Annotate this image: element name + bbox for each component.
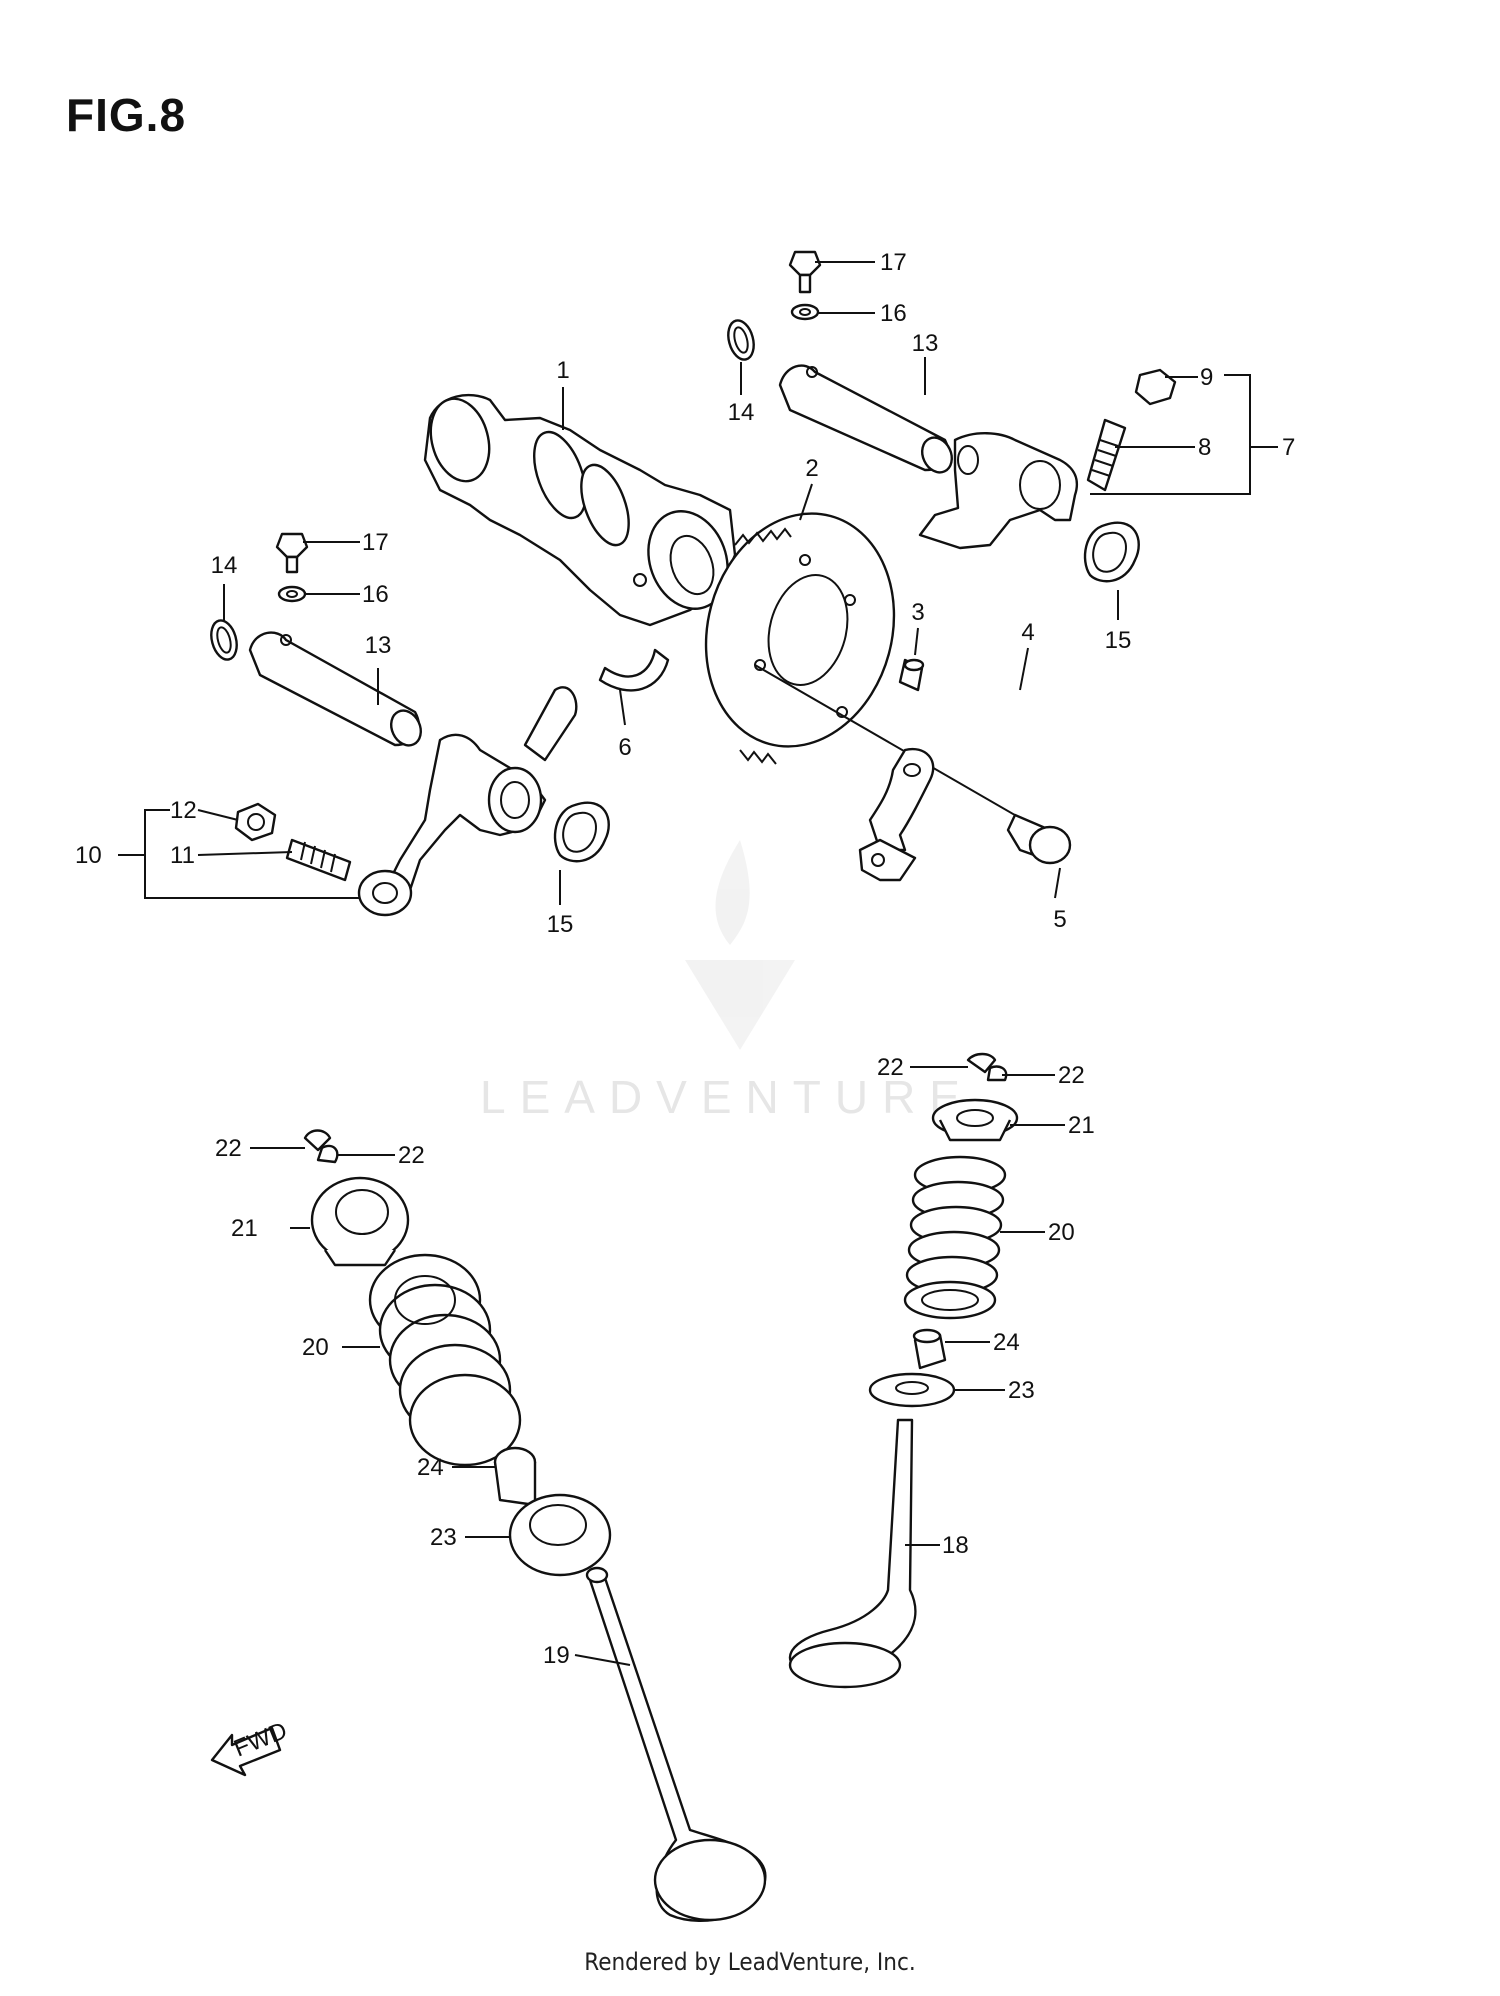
left-spring-seat bbox=[508, 1493, 612, 1577]
callout-20-right: 20 bbox=[1048, 1219, 1075, 1246]
figure-title: FIG.8 bbox=[66, 89, 187, 141]
callout-23-left: 23 bbox=[430, 1524, 457, 1551]
pin bbox=[898, 658, 925, 692]
watermark: LEADVENTURE bbox=[480, 1071, 974, 1123]
adjusting-screw-lower bbox=[285, 838, 352, 882]
cam-retainer-clip bbox=[598, 648, 670, 692]
callout-22-right-a: 22 bbox=[877, 1054, 904, 1081]
callout-6: 6 bbox=[618, 734, 631, 761]
fwd-direction-arrow bbox=[210, 1726, 282, 1777]
right-valve-cotters bbox=[966, 1052, 1008, 1082]
footer-credit: Rendered by LeadVenture, Inc. bbox=[584, 1948, 916, 1976]
callout-15-upper: 15 bbox=[1105, 627, 1132, 654]
callout-13-upper: 13 bbox=[912, 330, 939, 357]
callout-labels: 1 2 3 4 5 6 7 8 9 10 11 12 13 13 14 14 1… bbox=[75, 249, 1295, 1763]
callout-16-upper: 16 bbox=[880, 300, 907, 327]
callout-8: 8 bbox=[1198, 434, 1211, 461]
lower-washer bbox=[277, 585, 307, 603]
callout-24-left: 24 bbox=[417, 1454, 444, 1481]
lower-o-ring bbox=[210, 619, 238, 661]
right-valve-stem-seal bbox=[912, 1328, 947, 1370]
callout-14-lower: 14 bbox=[211, 552, 238, 579]
right-spring-retainer bbox=[931, 1098, 1019, 1142]
upper-o-ring bbox=[727, 319, 755, 361]
callout-22-left-a: 22 bbox=[215, 1135, 242, 1162]
callout-23-right: 23 bbox=[1008, 1377, 1035, 1404]
callout-17-upper: 17 bbox=[880, 249, 907, 276]
upper-washer bbox=[790, 303, 820, 321]
callout-15-lower: 15 bbox=[547, 911, 574, 938]
callout-9: 9 bbox=[1200, 364, 1213, 391]
callout-22-left-b: 22 bbox=[398, 1142, 425, 1169]
upper-gasket bbox=[1083, 521, 1140, 583]
callout-1: 1 bbox=[556, 357, 569, 384]
callout-20-left: 20 bbox=[302, 1334, 329, 1361]
callout-7: 7 bbox=[1282, 434, 1295, 461]
upper-rocker-shaft bbox=[778, 364, 953, 474]
lower-bolt bbox=[275, 532, 309, 574]
callout-19: 19 bbox=[543, 1642, 570, 1669]
exhaust-valve bbox=[788, 1418, 917, 1689]
callout-5: 5 bbox=[1053, 906, 1066, 933]
callout-22-right-b: 22 bbox=[1058, 1062, 1085, 1089]
callout-12: 12 bbox=[170, 797, 197, 824]
upper-bolt bbox=[788, 250, 822, 294]
sprocket-bolt bbox=[1006, 813, 1072, 865]
left-valve-spring bbox=[368, 1253, 522, 1467]
callout-21-left: 21 bbox=[231, 1215, 258, 1242]
left-spring-retainer bbox=[310, 1176, 410, 1267]
lock-nut-lower bbox=[234, 802, 277, 842]
callout-24-right: 24 bbox=[993, 1329, 1020, 1356]
callout-21-right: 21 bbox=[1068, 1112, 1095, 1139]
callout-14-upper: 14 bbox=[728, 399, 755, 426]
lower-rocker-arm bbox=[357, 686, 578, 917]
watermark-logo bbox=[685, 840, 795, 1050]
lock-nut-upper bbox=[1134, 368, 1177, 406]
callout-10: 10 bbox=[75, 842, 102, 869]
callout-4: 4 bbox=[1021, 619, 1034, 646]
callout-2: 2 bbox=[805, 455, 818, 482]
leader-lines bbox=[118, 261, 1278, 1666]
callout-17-lower: 17 bbox=[362, 529, 389, 556]
intake-valve bbox=[585, 1566, 767, 1922]
camshaft bbox=[423, 393, 737, 627]
callout-11: 11 bbox=[170, 842, 195, 869]
callout-18: 18 bbox=[942, 1532, 969, 1559]
lower-gasket bbox=[553, 801, 610, 863]
right-valve-spring bbox=[903, 1155, 1007, 1320]
cam-sprocket bbox=[704, 512, 896, 765]
lower-rocker-shaft bbox=[248, 631, 422, 747]
left-valve-stem-seal bbox=[493, 1446, 537, 1507]
chain-guide-plate bbox=[858, 747, 935, 882]
callout-3: 3 bbox=[911, 599, 924, 626]
left-valve-cotters bbox=[303, 1129, 339, 1164]
right-spring-seat bbox=[868, 1372, 956, 1408]
adjusting-screw-upper bbox=[1086, 418, 1127, 492]
callout-16-lower: 16 bbox=[362, 581, 389, 608]
callout-13-lower: 13 bbox=[365, 632, 392, 659]
upper-rocker-arm bbox=[918, 432, 1079, 550]
